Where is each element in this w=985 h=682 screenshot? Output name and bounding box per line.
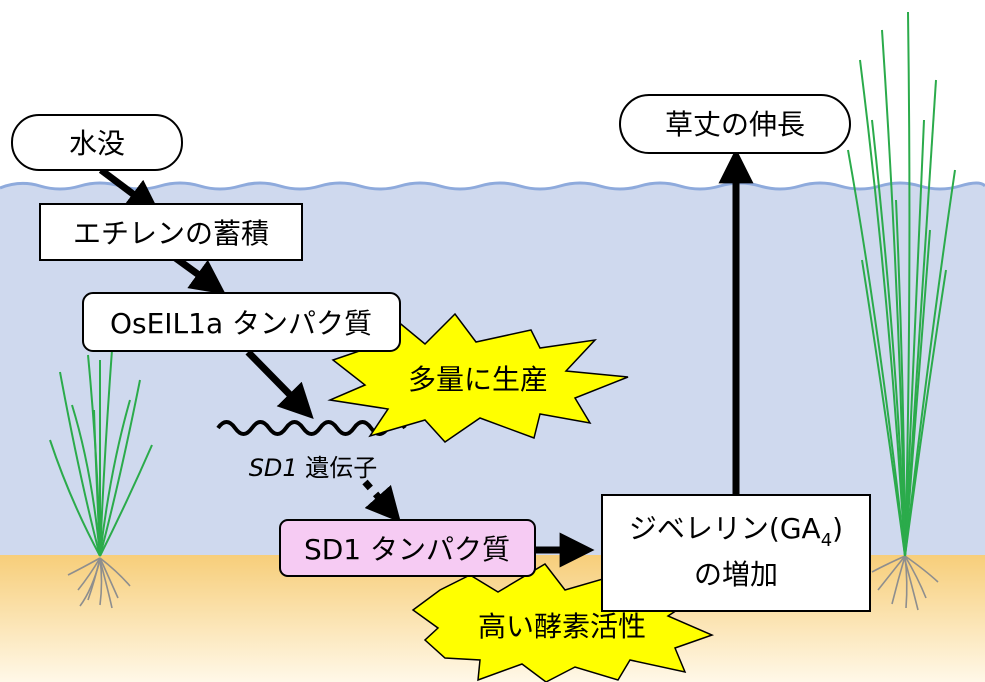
node-oseil1a: OsEIL1a タンパク質 <box>82 292 401 352</box>
node-gibberellin-main: ジベレリン(GA <box>629 512 821 545</box>
burst-mass-production-shape <box>327 312 629 443</box>
node-sd1-protein-label: SD1 タンパク質 <box>304 533 510 566</box>
node-gibberellin-line2: の増加 <box>694 558 778 591</box>
node-sd1-protein: SD1 タンパク質 <box>279 519 536 577</box>
node-submergence-label: 水没 <box>69 127 125 160</box>
node-sd1-gene-suffix: 遺伝子 <box>298 454 378 482</box>
node-elongation-box <box>619 94 851 154</box>
node-submergence-box <box>11 114 183 171</box>
arrow-submergence-to-ethylene <box>98 167 161 215</box>
water-surface-line <box>0 181 985 191</box>
node-elongation: 草丈の伸長 <box>619 94 851 154</box>
arrow-oseil1a-to-gene <box>245 349 314 419</box>
node-ethylene: エチレンの蓄積 <box>39 203 303 261</box>
short-rice-plant <box>49 349 153 609</box>
burst-mass-production-label: 多量に生産 <box>408 363 548 396</box>
node-ethylene-label: エチレンの蓄積 <box>73 217 269 250</box>
node-ethylene-box <box>39 203 303 261</box>
node-sd1-gene: SD1 遺伝子 <box>249 454 378 482</box>
short-plant-leaves <box>49 349 153 557</box>
node-oseil1a-box <box>82 292 401 352</box>
flow-arrows <box>98 148 754 568</box>
node-submergence: 水没 <box>11 114 183 171</box>
tall-plant-leaves <box>847 11 956 557</box>
node-elongation-label: 草丈の伸長 <box>665 108 805 141</box>
node-sd1-gene-name: SD1 <box>249 454 298 482</box>
node-oseil1a-label: OsEIL1a タンパク質 <box>110 307 372 340</box>
tall-plant-roots <box>871 555 939 611</box>
node-gibberellin-line1: ジベレリン(GA4) <box>629 512 843 551</box>
burst-mass-production: 多量に生産 <box>327 312 629 443</box>
node-gibberellin-subscript: 4 <box>821 530 832 551</box>
node-sd1-protein-box <box>279 519 536 577</box>
sd1-gene-wave <box>216 420 407 436</box>
tall-rice-plant <box>847 11 956 611</box>
short-plant-roots <box>67 557 131 609</box>
node-gibberellin: ジベレリン(GA4) の増加 <box>601 494 871 612</box>
node-sd1-gene-label: SD1 遺伝子 <box>249 454 378 482</box>
burst-high-activity-label: 高い酵素活性 <box>478 610 646 643</box>
node-gibberellin-box <box>601 494 871 612</box>
node-gibberellin-close: ) <box>832 512 843 545</box>
arrow-gene-to-sd1-protein <box>362 479 401 523</box>
